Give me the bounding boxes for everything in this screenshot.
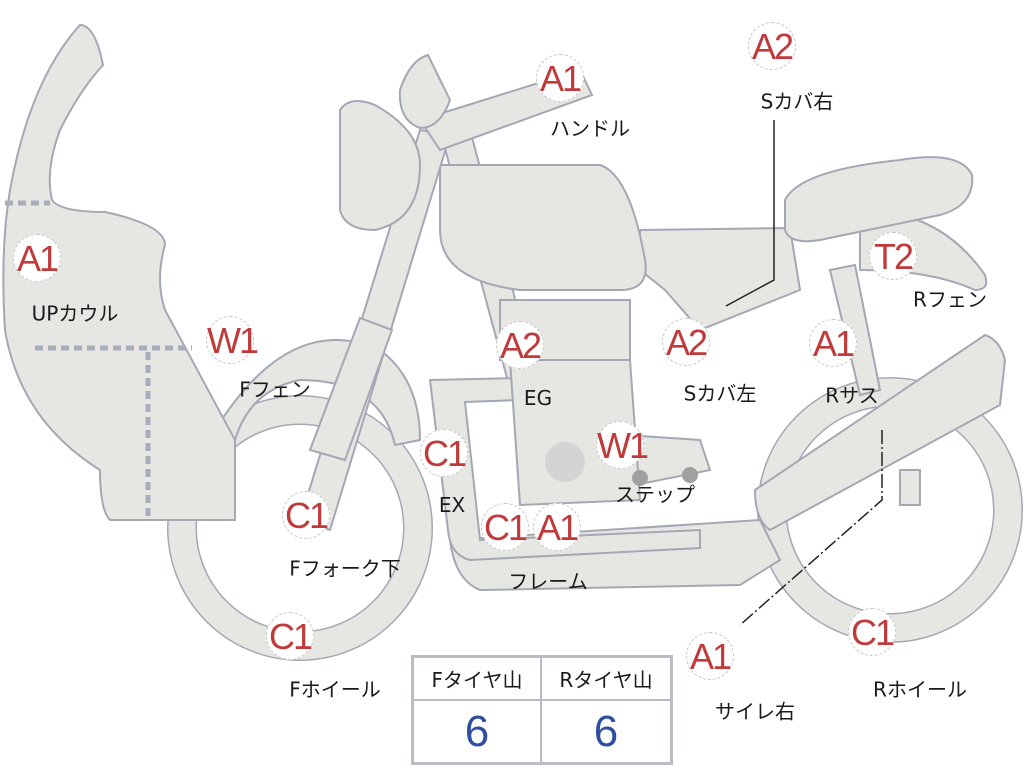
label-side-cover-right: Sカバ右 <box>760 89 834 114</box>
grade-badge-silencer-right: A1 <box>686 632 734 680</box>
label-silencer-right: サイレ右 <box>715 699 795 724</box>
headlight <box>339 100 422 232</box>
label-front-fender: Fフェン <box>239 377 311 402</box>
label-rear-wheel: Rホイール <box>873 677 967 702</box>
tire-tread-table: Fタイヤ山 Rタイヤ山 6 6 <box>411 655 673 765</box>
label-rear-fender: Rフェン <box>913 287 987 312</box>
grade-badge-front-fender: W1 <box>206 316 259 364</box>
seat <box>784 156 974 243</box>
grade-badge-exhaust: C1 <box>420 429 468 477</box>
label-handle: ハンドル <box>550 116 630 141</box>
exhaust <box>428 376 701 562</box>
grade-badge-handle: A1 <box>536 54 584 102</box>
grade-badge-frame-2: A1 <box>533 503 581 551</box>
label-exhaust: EX <box>438 493 466 517</box>
step-peg-2 <box>632 470 648 486</box>
grade-badge-side-cover-right: A2 <box>748 22 796 70</box>
label-front-wheel: Fホイール <box>289 677 381 702</box>
value-rear-tire: 6 <box>593 706 619 756</box>
value-front-tire: 6 <box>414 701 542 762</box>
upper-cowl <box>2 23 236 521</box>
grade-badge-rear-fender: T2 <box>869 232 917 280</box>
side-cover <box>639 226 802 332</box>
cowl-divider-lower <box>35 345 192 518</box>
label-step: ステップ <box>615 482 695 507</box>
label-front-fork-lower: Fフォーク下 <box>289 556 401 581</box>
grade-badge-engine: A2 <box>496 321 544 369</box>
header-front-tire: Fタイヤ山 <box>414 658 542 701</box>
engine-block <box>508 359 642 507</box>
grade-badge-front-fork-lower: C1 <box>282 491 330 539</box>
grade-badge-frame-1: C1 <box>481 503 529 551</box>
grade-badge-step: W1 <box>596 421 649 469</box>
grade-badge-rear-suspension: A1 <box>809 319 857 367</box>
grade-badge-side-cover-left: A2 <box>662 318 710 366</box>
muffler-tip <box>899 469 921 506</box>
engine-cover <box>545 442 585 482</box>
leader-line-silencer-right <box>739 430 883 626</box>
grade-badge-up-cowl: A1 <box>13 234 61 282</box>
grade-badge-front-wheel: C1 <box>266 612 314 660</box>
fork-upper <box>308 316 394 462</box>
label-rear-suspension: Rサス <box>825 383 879 408</box>
header-rear-tire: Rタイヤ山 <box>542 658 670 701</box>
leader-line-s-cover-right <box>725 120 775 307</box>
label-side-cover-left: Sカバ左 <box>683 381 757 406</box>
label-frame: フレーム <box>508 569 588 594</box>
muffler <box>753 333 1007 532</box>
mirror <box>398 53 452 130</box>
label-engine: EG <box>523 386 553 410</box>
label-up-cowl: UPカウル <box>31 301 119 326</box>
fuel-tank <box>439 164 647 291</box>
grade-badge-rear-wheel: C1 <box>848 608 896 656</box>
step-peg <box>682 467 698 483</box>
